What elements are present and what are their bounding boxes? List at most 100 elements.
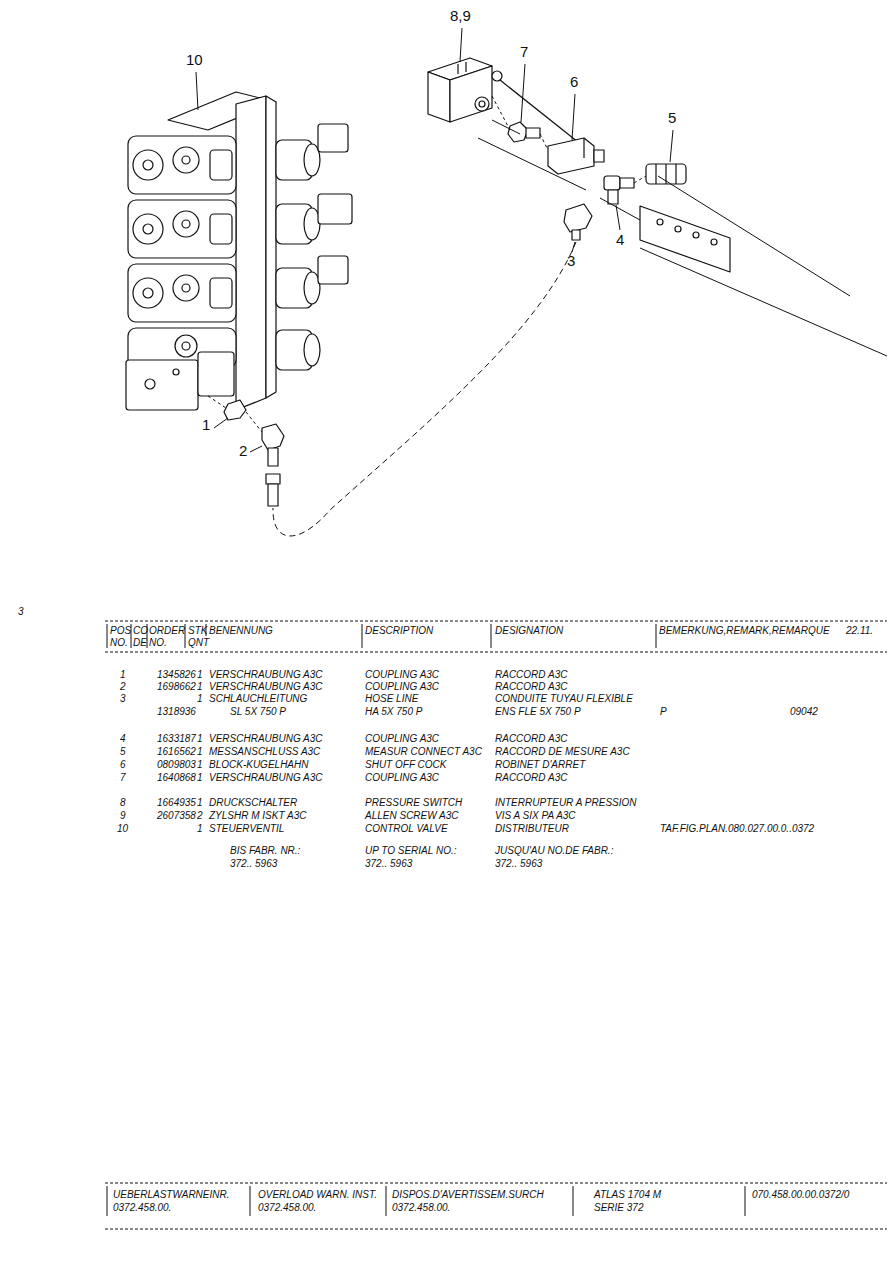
table-cell: 7 <box>120 772 126 783</box>
table-cell: 1 <box>197 823 203 834</box>
table-cell: UP TO SERIAL NO.: <box>365 845 457 856</box>
table-cell: SL 5X 750 P <box>230 706 286 717</box>
table-cell: 1 <box>197 746 203 757</box>
table-header: POS <box>110 625 131 636</box>
table-cell: DISTRIBUTEUR <box>495 823 569 834</box>
table-cell: 1698662 <box>157 681 196 692</box>
table-cell: 1 <box>197 681 203 692</box>
table-header: DESIGNATION <box>495 625 563 636</box>
table-cell: VERSCHRAUBUNG A3C <box>209 733 323 744</box>
callout-number: 1 <box>202 417 210 434</box>
table-cell: COUPLING A3C <box>365 669 439 680</box>
table-cell: MESSANSCHLUSS A3C <box>209 746 320 757</box>
table-cell: COUPLING A3C <box>365 681 439 692</box>
table-header: CO <box>133 625 148 636</box>
footer-cell: 0372.458.00. <box>113 1202 171 1213</box>
footer-cell: DISPOS.D'AVERTISSEM.SURCH <box>392 1189 544 1200</box>
table-cell: STEUERVENTIL <box>209 823 284 834</box>
table-cell: 09042 <box>790 706 818 717</box>
table-cell: ROBINET D'ARRET <box>495 759 585 770</box>
table-cell: 2 <box>120 681 126 692</box>
table-cell: COUPLING A3C <box>365 733 439 744</box>
table-cell: VERSCHRAUBUNG A3C <box>209 681 323 692</box>
table-cell: RACCORD A3C <box>495 681 567 692</box>
table-header: BENENNUNG <box>209 625 273 636</box>
page-mark: 3 <box>18 606 24 617</box>
table-cell: DRUCKSCHALTER <box>209 797 297 808</box>
callout-number: 7 <box>520 44 528 61</box>
table-cell: ZYLSHR M ISKT A3C <box>209 810 306 821</box>
table-cell: PRESSURE SWITCH <box>365 797 462 808</box>
table-cell: HA 5X 750 P <box>365 706 422 717</box>
table-cell: 1 <box>197 772 203 783</box>
table-header: QNT <box>188 637 209 648</box>
table-cell: 1 <box>197 733 203 744</box>
footer-cell: 0372.458.00. <box>392 1202 450 1213</box>
table-cell: BLOCK-KUGELHAHN <box>209 759 308 770</box>
callout-number: 8,9 <box>450 8 471 25</box>
table-cell: 1633187 <box>157 733 196 744</box>
table-header: NO. <box>110 637 128 648</box>
table-cell: RACCORD A3C <box>495 772 567 783</box>
table-cell: 0809803 <box>157 759 196 770</box>
table-header: STK <box>188 625 207 636</box>
table-cell: 4 <box>120 733 126 744</box>
table-cell: RACCORD A3C <box>495 733 567 744</box>
table-cell: 1616562 <box>157 746 196 757</box>
callout-number: 4 <box>616 232 624 249</box>
table-cell: 5 <box>120 746 126 757</box>
table-header: DE <box>133 637 147 648</box>
table-cell: 1 <box>197 759 203 770</box>
table-cell: RACCORD DE MESURE A3C <box>495 746 630 757</box>
table-cell: VIS A SIX PA A3C <box>495 810 576 821</box>
table-cell: 1 <box>197 693 203 704</box>
table-cell: 1345826 <box>157 669 196 680</box>
table-cell: 1664935 <box>157 797 196 808</box>
table-cell: INTERRUPTEUR A PRESSION <box>495 797 637 808</box>
table-cell: JUSQU'AU NO.DE FABR.: <box>495 845 613 856</box>
footer-cell: UEBERLASTWARNEINR. <box>113 1189 230 1200</box>
table-cell: MEASUR CONNECT A3C <box>365 746 482 757</box>
table-cell: RACCORD A3C <box>495 669 567 680</box>
footer-cell: 0372.458.00. <box>258 1202 316 1213</box>
footer-cell: 070.458.00.00.0372/0 <box>752 1189 849 1200</box>
table-cell: 10 <box>117 823 128 834</box>
table-cell: 1 <box>120 669 126 680</box>
table-cell: 1640868 <box>157 772 196 783</box>
table-cell: ENS FLE 5X 750 P <box>495 706 581 717</box>
table-cell: CONTROL VALVE <box>365 823 448 834</box>
table-header: ORDER <box>149 625 185 636</box>
table-cell: 9 <box>120 810 126 821</box>
table-cell: P <box>660 706 667 717</box>
table-cell: ALLEN SCREW A3C <box>365 810 459 821</box>
table-cell: 2607358 <box>157 810 196 821</box>
table-cell: 1 <box>197 797 203 808</box>
table-cell: HOSE LINE <box>365 693 418 704</box>
table-cell: SHUT OFF COCK <box>365 759 446 770</box>
table-cell: 372.. 5963 <box>230 858 277 869</box>
footer-cell: OVERLOAD WARN. INST. <box>258 1189 377 1200</box>
table-cell: 372.. 5963 <box>365 858 412 869</box>
table-cell: COUPLING A3C <box>365 772 439 783</box>
table-cell: 8 <box>120 797 126 808</box>
table-header: 22.11. <box>846 625 873 636</box>
footer-cell: ATLAS 1704 M <box>594 1189 661 1200</box>
table-cell: VERSCHRAUBUNG A3C <box>209 669 323 680</box>
table-header: NO. <box>149 637 167 648</box>
table-cell: 1318936 <box>157 706 196 717</box>
callout-number: 10 <box>186 52 203 69</box>
table-cell: SCHLAUCHLEITUNG <box>209 693 307 704</box>
table-cell: BIS FABR. NR.: <box>230 845 300 856</box>
table-header: DESCRIPTION <box>365 625 433 636</box>
callout-number: 3 <box>567 253 575 270</box>
table-cell: 1 <box>197 669 203 680</box>
table-cell: CONDUITE TUYAU FLEXIBLE <box>495 693 633 704</box>
table-cell: 6 <box>120 759 126 770</box>
table-cell: TAF.FIG.PLAN.080.027.00.0..0372 <box>660 823 814 834</box>
table-cell: 2 <box>197 810 203 821</box>
table-cell: 3 <box>120 693 126 704</box>
table-header: BEMERKUNG,REMARK,REMARQUE <box>659 625 830 636</box>
callout-number: 5 <box>668 110 676 127</box>
table-cell: 372.. 5963 <box>495 858 542 869</box>
footer-cell: SERIE 372 <box>594 1202 643 1213</box>
